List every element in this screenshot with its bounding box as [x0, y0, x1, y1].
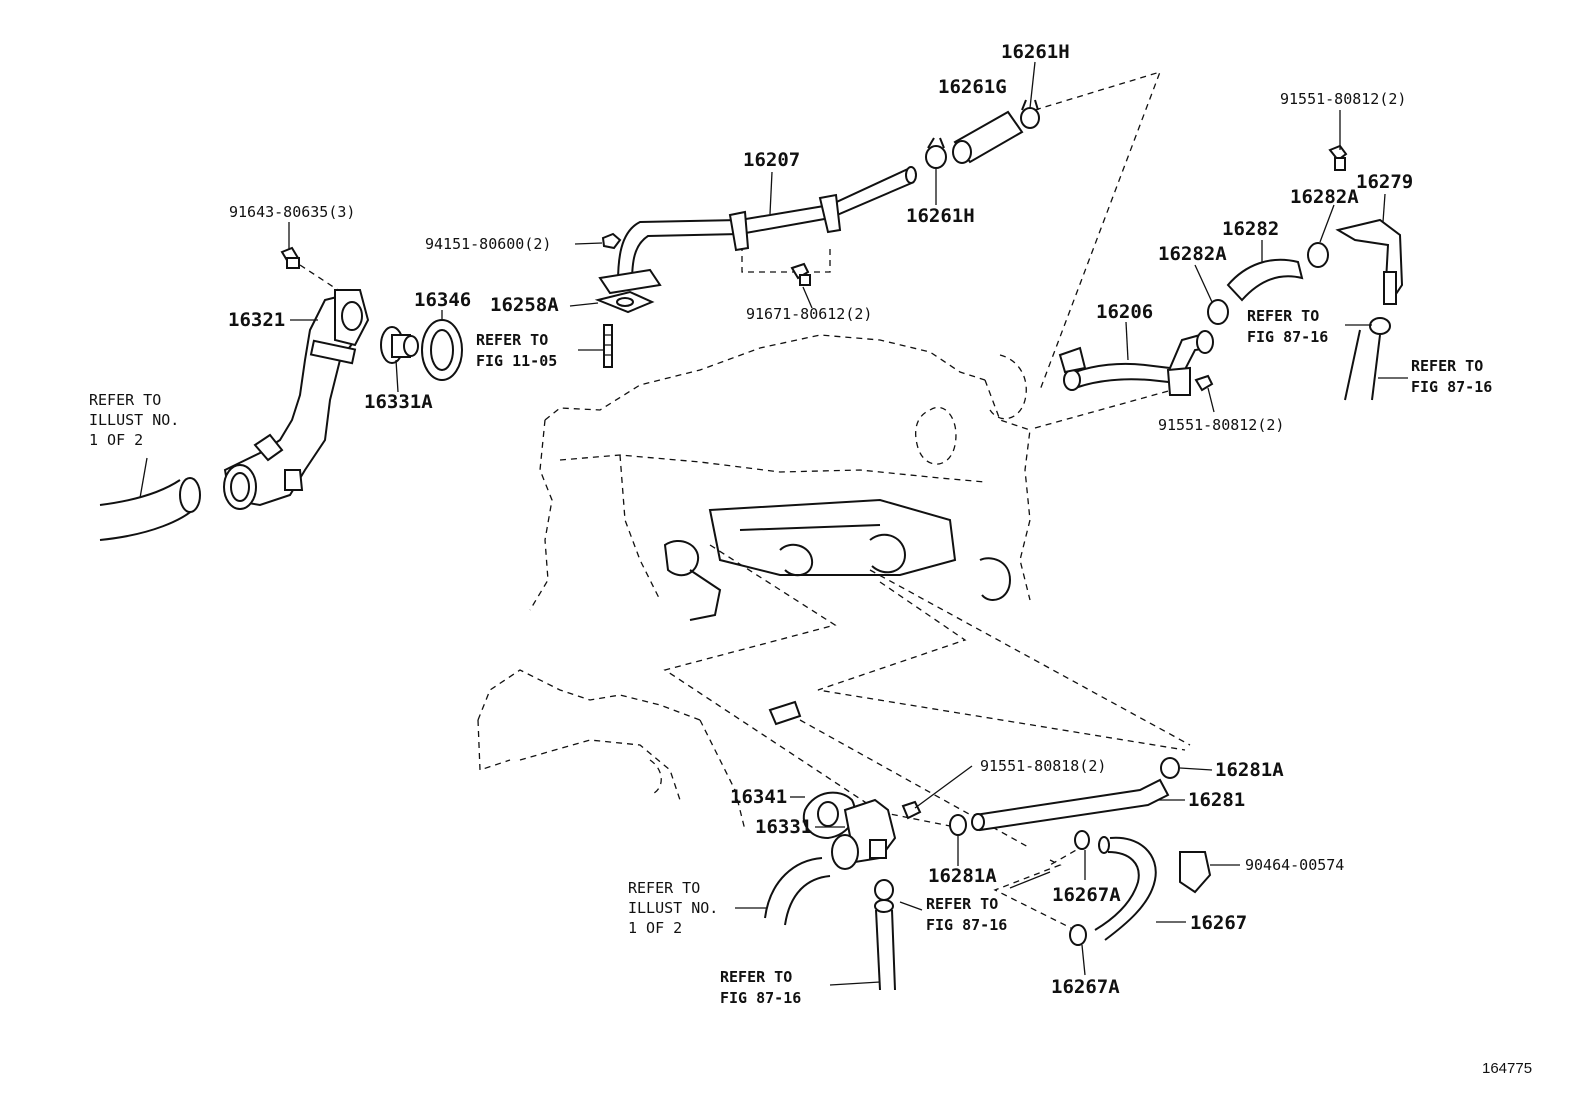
svg-text:ILLUST NO.: ILLUST NO. [89, 411, 179, 429]
clamp-16267A-low [1069, 924, 1087, 946]
svg-text:REFER TO: REFER TO [628, 879, 700, 897]
clip-90464 [1179, 851, 1212, 894]
svg-text:REFER TO: REFER TO [926, 895, 998, 913]
label-16261H-top: 16261H [1001, 41, 1070, 63]
clamp-16282A-mid [1207, 299, 1229, 325]
bolt-91551-mid [1194, 374, 1214, 392]
lower-engine-outline [477, 669, 746, 831]
label-91551-80818: 91551-80818(2) [980, 757, 1106, 775]
hose-16281 [971, 778, 1170, 832]
nut-94151 [601, 232, 622, 250]
label-16258A: 16258A [490, 294, 559, 316]
svg-text:REFER TO: REFER TO [1411, 357, 1483, 375]
label-16207: 16207 [743, 149, 800, 171]
bolt-91551-80818 [901, 800, 922, 820]
clamp-16267A-mid [1074, 830, 1090, 850]
bolt-91643 [280, 246, 300, 269]
pipe-16206 [1058, 330, 1214, 396]
label-91643: 91643-80635(3) [229, 203, 355, 221]
label-16279: 16279 [1356, 171, 1413, 193]
bolt-91551-top [1328, 144, 1348, 171]
water-pipe-16207 [598, 166, 917, 295]
water-outlet-16321 [223, 289, 370, 510]
svg-text:FIG 87-16: FIG 87-16 [1411, 378, 1492, 396]
thermostat-16331A [380, 326, 419, 364]
label-16281: 16281 [1188, 789, 1245, 811]
stud-bolt [603, 324, 613, 368]
label-90464: 90464-00574 [1245, 856, 1344, 874]
clamp-16281A-right [1160, 757, 1180, 779]
label-16331: 16331 [755, 816, 812, 838]
label-16267A-mid: 16267A [1052, 884, 1121, 906]
svg-text:REFER TO: REFER TO [89, 391, 161, 409]
label-16281A-right: 16281A [1215, 759, 1284, 781]
ref-illust-upper: REFER TO ILLUST NO. 1 OF 2 [89, 391, 179, 449]
illustration-id: 164775 [1482, 1060, 1532, 1077]
reference-notes: REFER TO ILLUST NO. 1 OF 2 REFER TO FIG … [89, 307, 1492, 1007]
svg-text:FIG 11-05: FIG 11-05 [476, 352, 557, 370]
gasket-16258A [594, 290, 655, 314]
svg-text:1 OF 2: 1 OF 2 [628, 919, 682, 937]
label-16346: 16346 [414, 289, 471, 311]
water-inlet-16331 [831, 798, 897, 870]
connection-lines [299, 70, 1191, 931]
bolt-91671 [790, 262, 811, 286]
ref-illust-lower: REFER TO ILLUST NO. 1 OF 2 [628, 879, 718, 937]
hose-lower-center [874, 879, 896, 991]
clamp-16282A-top [1307, 242, 1329, 268]
svg-text:FIG 87-16: FIG 87-16 [720, 989, 801, 1007]
label-16267A-low: 16267A [1051, 976, 1120, 998]
label-16206: 16206 [1096, 301, 1153, 323]
svg-text:REFER TO: REFER TO [476, 331, 548, 349]
engine-block-outline [529, 334, 1031, 621]
ref-fig-87-16-b: REFER TO FIG 87-16 [1411, 357, 1492, 396]
bracket-16279 [1335, 218, 1404, 305]
gasket-16346 [421, 319, 463, 381]
svg-text:ILLUST NO.: ILLUST NO. [628, 899, 718, 917]
hose-16267 [1094, 836, 1157, 941]
hose-right [1344, 317, 1391, 401]
hose-16282 [1226, 258, 1304, 302]
svg-text:FIG 87-16: FIG 87-16 [926, 916, 1007, 934]
part-labels: 16261H 16261G 16261H 16207 94151-80600(2… [228, 41, 1413, 998]
label-16341: 16341 [730, 786, 787, 808]
clamp-16281A-low [949, 814, 967, 836]
label-16281A-low: 16281A [928, 865, 997, 887]
svg-text:1 OF 2: 1 OF 2 [89, 431, 143, 449]
ref-fig-87-16-c: REFER TO FIG 87-16 [926, 895, 1007, 934]
label-91671: 91671-80612(2) [746, 305, 872, 323]
ref-fig-87-16-d: REFER TO FIG 87-16 [720, 968, 801, 1007]
label-91551-top: 91551-80812(2) [1280, 90, 1406, 108]
label-16282: 16282 [1222, 218, 1279, 240]
label-16267: 16267 [1190, 912, 1247, 934]
label-16261G: 16261G [938, 76, 1007, 98]
label-16321: 16321 [228, 309, 285, 331]
label-16282A-mid: 16282A [1158, 243, 1227, 265]
leader-lines [139, 61, 1408, 986]
hose-16261G [952, 110, 1024, 164]
hose-lower-left [764, 857, 831, 926]
svg-text:REFER TO: REFER TO [1247, 307, 1319, 325]
label-94151: 94151-80600(2) [425, 235, 551, 253]
ref-fig-87-16-a: REFER TO FIG 87-16 [1247, 307, 1328, 346]
radiator-hose-upper [99, 477, 201, 541]
svg-text:REFER TO: REFER TO [720, 968, 792, 986]
label-91551-mid: 91551-80812(2) [1158, 416, 1284, 434]
label-16282A-top: 16282A [1290, 186, 1359, 208]
label-16331A: 16331A [364, 391, 433, 413]
small-pipe [768, 700, 802, 726]
clamp-16261H-lower [925, 137, 947, 169]
svg-text:FIG 87-16: FIG 87-16 [1247, 328, 1328, 346]
ref-fig-11-05: REFER TO FIG 11-05 [476, 331, 557, 370]
label-16261H-mid: 16261H [906, 205, 975, 227]
